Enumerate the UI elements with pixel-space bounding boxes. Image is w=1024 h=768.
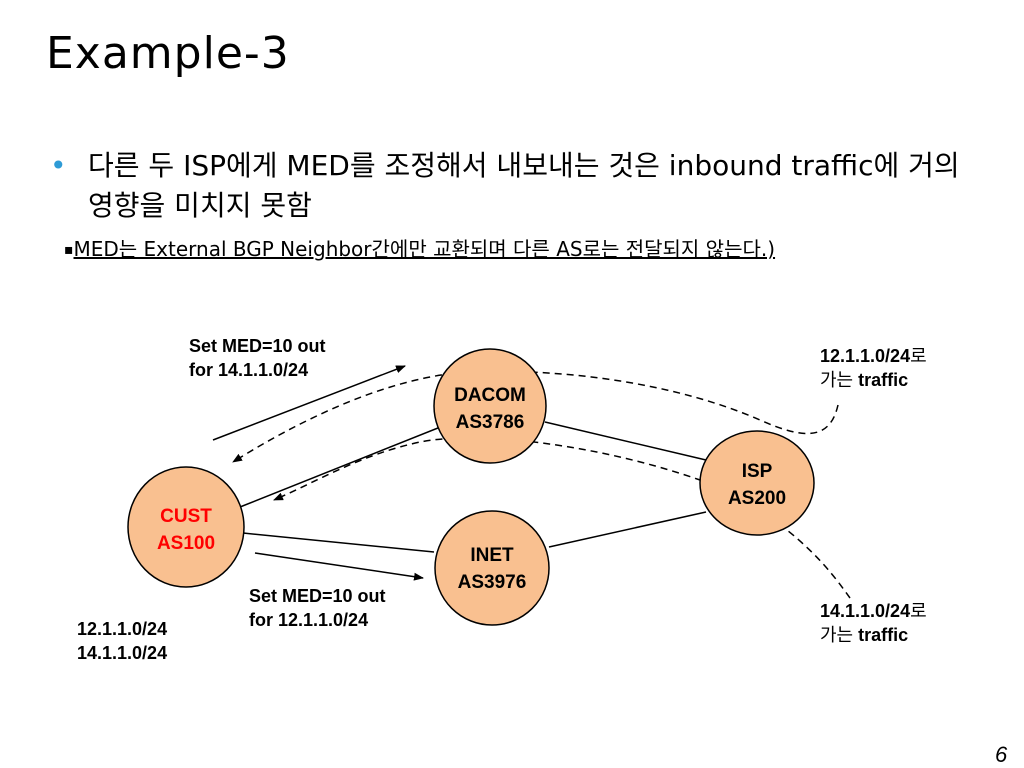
node-cust-as: AS100 [157,533,215,554]
node-cust-name: CUST [160,506,212,527]
traffic-label-top-suffix: 로 [910,346,927,366]
node-isp-as: AS200 [728,488,786,509]
traffic-label-top-prefix: 12.1.1.0/24 [820,346,911,366]
slide-title: Example-3 [46,28,290,79]
node-isp-name: ISP [742,461,773,482]
bullet-marker: • [50,149,67,182]
link-dacom-isp [544,421,707,461]
cust-prefixes: 12.1.1.0/24 14.1.1.0/24 [77,617,167,665]
traffic-path-top [232,370,839,463]
traffic-label-bottom-suffix: 로 [910,601,927,621]
traffic-label-bottom-line2b: traffic [858,625,909,645]
node-inet: INET AS3976 [434,510,550,626]
traffic-label-top-line2a: 가는 [820,370,854,390]
traffic-label-top-line2b: traffic [858,370,909,390]
cust-prefix-2: 14.1.1.0/24 [77,643,168,663]
sub-note-text: MED는 External BGP Neighbor간에만 교환되며 다른 AS… [73,237,776,261]
link-cust-dacom [239,419,459,508]
traffic-label-bottom-prefix: 14.1.1.0/24 [820,601,911,621]
traffic-path-bottom [273,437,851,599]
med-arrow-top [212,365,406,441]
sub-note: ▪MED는 External BGP Neighbor간에만 교환되며 다른 A… [64,236,964,263]
cust-prefix-1: 12.1.1.0/24 [77,619,168,639]
node-dacom: DACOM AS3786 [433,348,547,464]
traffic-label-bottom: 14.1.1.0/24로 가는 traffic [820,599,927,647]
page-number: 6 [995,742,1008,767]
node-cust: CUST AS100 [127,466,245,588]
med-label-top: Set MED=10 out for 14.1.1.0/24 [189,334,326,382]
traffic-label-top: 12.1.1.0/24로 가는 traffic [820,344,927,392]
node-inet-name: INET [470,545,514,566]
link-cust-inet [242,532,435,553]
med-label-top-line2: for 14.1.1.0/24 [189,360,309,380]
node-dacom-as: AS3786 [456,412,525,433]
bullet-text: 다른 두 ISP에게 MED를 조정해서 내보내는 것은 inbound tra… [88,149,960,222]
node-inet-as: AS3976 [458,572,527,593]
med-label-bottom: Set MED=10 out for 12.1.1.0/24 [249,584,386,632]
sub-bullet-marker: ▪ [64,242,74,258]
bullet-point: • 다른 두 ISP에게 MED를 조정해서 내보내는 것은 inbound t… [50,146,990,226]
node-isp: ISP AS200 [699,430,815,536]
med-label-bottom-line1: Set MED=10 out [249,586,386,606]
traffic-label-bottom-line2a: 가는 [820,625,854,645]
link-inet-isp [548,511,707,548]
med-label-top-line1: Set MED=10 out [189,336,326,356]
med-label-bottom-line2: for 12.1.1.0/24 [249,610,369,630]
node-dacom-name: DACOM [454,385,526,406]
med-arrow-bottom [254,552,424,581]
